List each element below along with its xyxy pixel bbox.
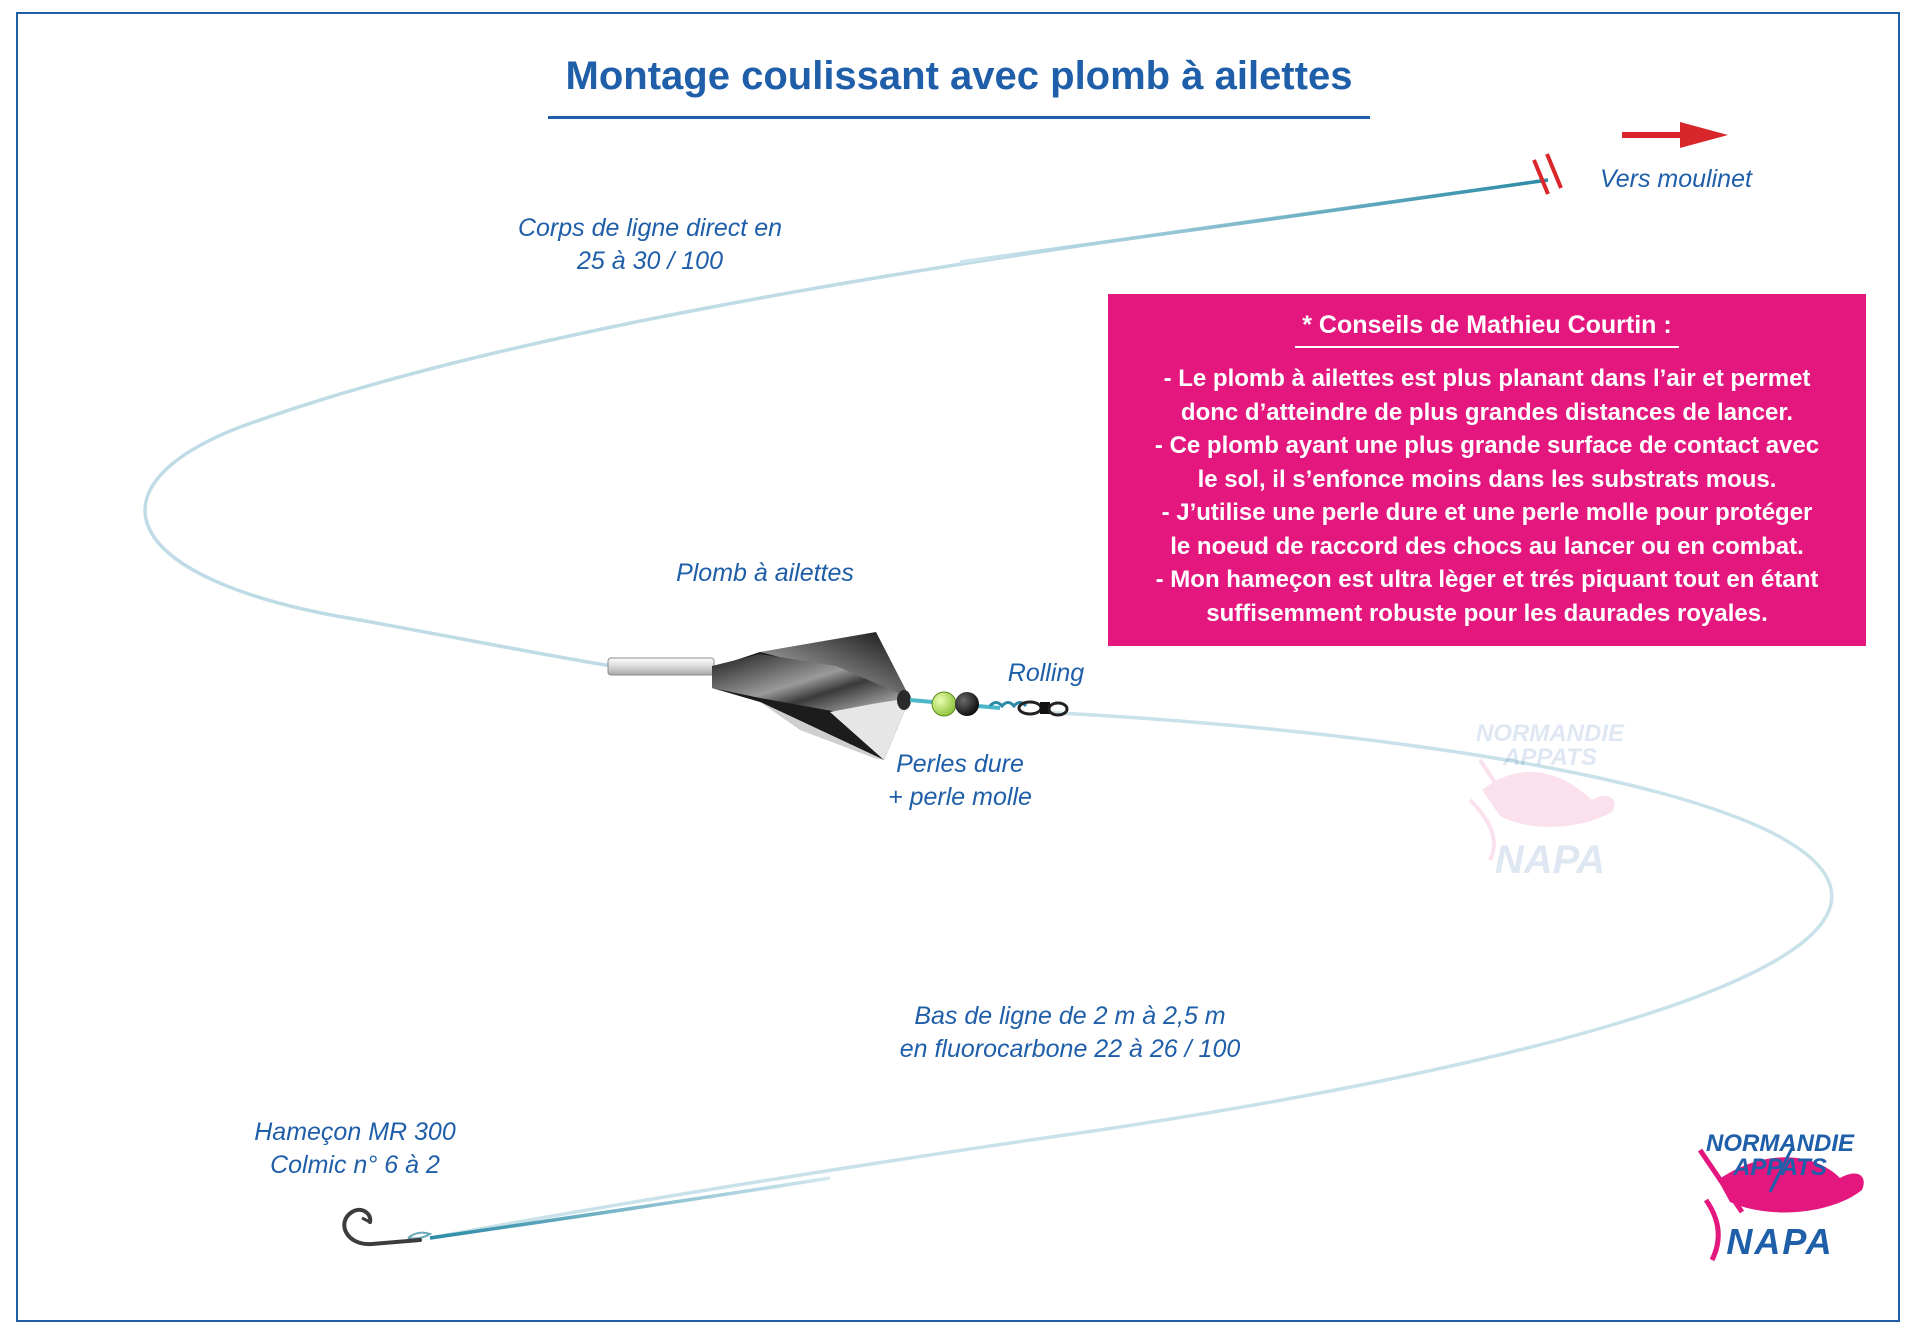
tips-line: le sol, il s’enfonce moins dans les subs… <box>1197 465 1777 493</box>
watermark-logo <box>1468 758 1615 861</box>
napa-logo: NORMANDIE APPATS NAPA <box>1700 1132 1860 1260</box>
bas-line-2: en fluorocarbone 22 à 26 / 100 <box>899 1035 1241 1063</box>
hard-bead <box>955 692 979 716</box>
soft-bead <box>931 691 957 717</box>
watermark-text: NORMANDIE APPATS NAPA <box>1470 720 1630 882</box>
label-corps-de-ligne: Corps de ligne direct en 25 à 30 / 100 <box>500 212 800 278</box>
label-plomb: Plomb à ailettes <box>650 557 880 590</box>
tips-line: le noeud de raccord des chocs au lancer … <box>1170 532 1804 560</box>
plomb-text: Plomb à ailettes <box>676 559 854 587</box>
tips-box: * Conseils de Mathieu Courtin : - Le plo… <box>1108 294 1866 646</box>
perles-line-1: Perles dure <box>896 750 1024 778</box>
corps-line-1: Corps de ligne direct en <box>517 214 783 242</box>
tips-title: * Conseils de Mathieu Courtin : <box>1302 311 1672 339</box>
rolling-text: Rolling <box>1007 659 1085 687</box>
tips-line: - Mon hameçon est ultra lèger et trés pi… <box>1155 566 1819 593</box>
tips-line: - Ce plomb ayant une plus grande surface… <box>1154 432 1820 459</box>
tips-underline <box>1295 346 1679 348</box>
arrow-right-icon <box>1622 122 1728 148</box>
leader-line-dark-end <box>429 1176 831 1240</box>
tips-line: donc d’atteindre de plus grandes distanc… <box>1180 398 1794 426</box>
logo-line-1: NORMANDIE <box>1706 1130 1854 1157</box>
hook-icon <box>342 1207 433 1247</box>
corps-line-2: 25 à 30 / 100 <box>577 247 723 275</box>
label-vers-moulinet: Vers moulinet <box>1600 163 1752 196</box>
tips-line: - Le plomb à ailettes est plus planant d… <box>1163 365 1811 392</box>
diagram-title: Montage coulissant avec plomb à ailettes <box>565 54 1353 98</box>
tips-line: - J’utilise une perle dure et une perle … <box>1161 499 1813 526</box>
logo-line-2: APPATS <box>1733 1154 1827 1181</box>
diagram-frame <box>16 12 1900 1322</box>
swivel-icon <box>988 700 1069 717</box>
finned-sinker <box>712 632 911 760</box>
anti-tangle-tube <box>607 657 715 676</box>
tips-line: suffisemment robuste pour les daurades r… <box>1206 599 1768 627</box>
label-hamecon: Hameçon MR 300 Colmic n° 6 à 2 <box>230 1116 480 1182</box>
leader-line <box>429 710 1834 1240</box>
perles-line-2: + perle molle <box>888 783 1032 811</box>
watermark-line-2: APPATS <box>1503 744 1597 771</box>
watermark-line-1: NORMANDIE <box>1476 720 1624 747</box>
bas-line-1: Bas de ligne de 2 m à 2,5 m <box>914 1002 1226 1030</box>
hamecon-line-1: Hameçon MR 300 <box>254 1118 456 1146</box>
label-rolling: Rolling <box>986 657 1106 690</box>
label-bas-de-ligne: Bas de ligne de 2 m à 2,5 m en fluorocar… <box>890 1000 1250 1066</box>
title-underline <box>548 116 1370 119</box>
label-perles: Perles dure + perle molle <box>860 748 1060 814</box>
napa-fish-logo <box>1697 1147 1864 1262</box>
logo-line-3: NAPA <box>1726 1221 1834 1262</box>
reel-break-mark <box>1532 153 1563 195</box>
main-line-dark-end <box>959 178 1549 264</box>
hamecon-line-2: Colmic n° 6 à 2 <box>270 1151 440 1179</box>
vers-moulinet-text: Vers moulinet <box>1600 165 1752 193</box>
watermark-line-3: NAPA <box>1494 838 1606 882</box>
